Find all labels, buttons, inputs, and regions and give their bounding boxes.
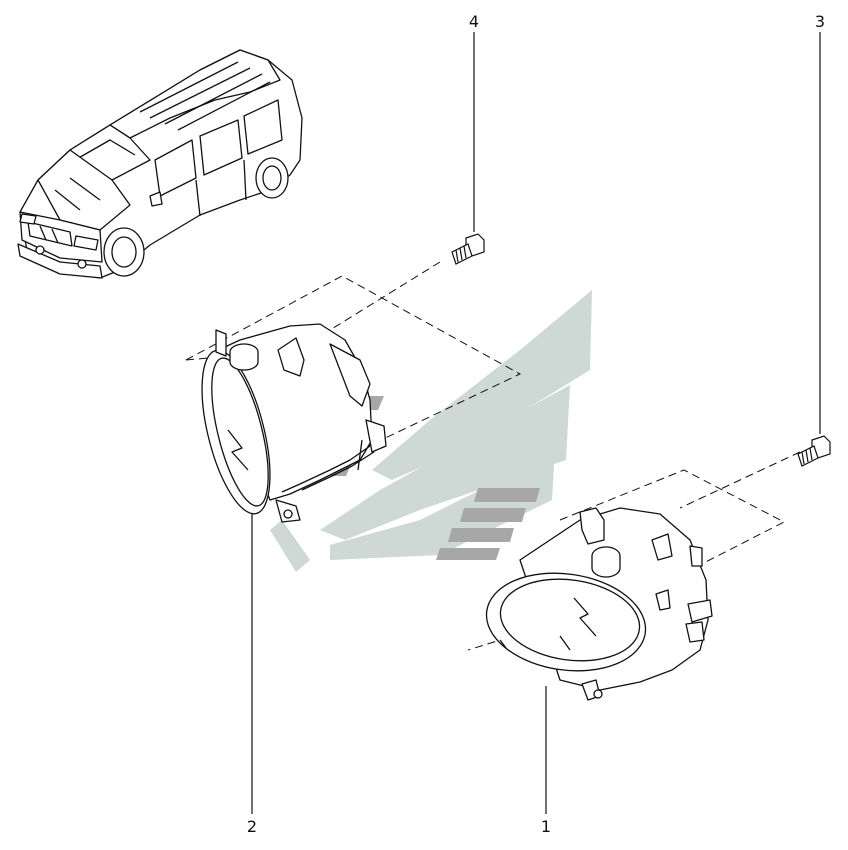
callout-1: 1 bbox=[541, 817, 551, 836]
leader-lines bbox=[251, 32, 821, 814]
fog-lamp-right-assembly-icon bbox=[485, 507, 713, 701]
callout-3: 3 bbox=[815, 12, 825, 31]
callout-4: 4 bbox=[469, 12, 479, 31]
fog-lamp-left-assembly-icon bbox=[201, 323, 387, 523]
callout-2: 2 bbox=[247, 817, 257, 836]
station-wagon-car-icon bbox=[17, 49, 303, 279]
screw-fastener-icon bbox=[451, 233, 485, 265]
screw-fastener-icon bbox=[797, 435, 831, 467]
